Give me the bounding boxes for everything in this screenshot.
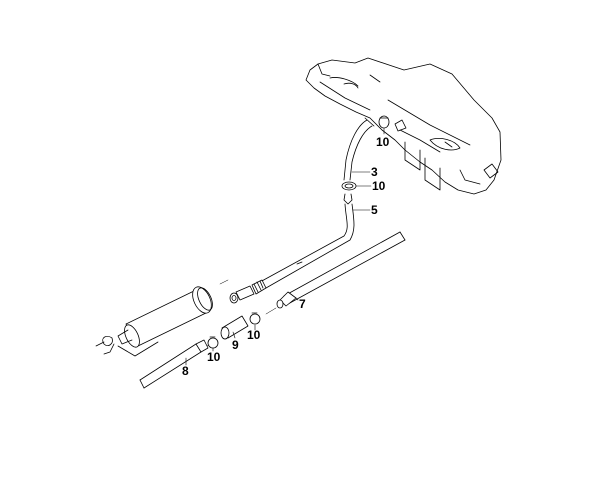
carbon-canister <box>95 279 229 357</box>
label-part-5: 5 <box>371 203 378 217</box>
part-3-vent-hose <box>343 117 375 181</box>
part-9-hose-connector <box>220 315 249 340</box>
label-part-10-left: 10 <box>207 350 221 364</box>
part-8-vent-pipe <box>139 339 209 389</box>
part-7-vent-pipe <box>265 231 406 315</box>
label-part-9: 9 <box>232 338 239 352</box>
label-part-3: 3 <box>371 165 378 179</box>
label-part-8: 8 <box>182 364 189 378</box>
label-part-10-hose: 10 <box>372 179 386 193</box>
part-10-clamp-upper <box>378 115 390 129</box>
part-5-vent-line <box>229 193 355 304</box>
label-part-7: 7 <box>299 297 306 311</box>
leader-lines <box>185 127 385 366</box>
part-10-clamp-hose <box>341 181 357 191</box>
part-10-clamp-right <box>249 312 261 325</box>
label-part-10-tank: 10 <box>376 135 390 149</box>
label-part-10-right: 10 <box>247 328 261 342</box>
fuel-tank <box>305 57 502 195</box>
